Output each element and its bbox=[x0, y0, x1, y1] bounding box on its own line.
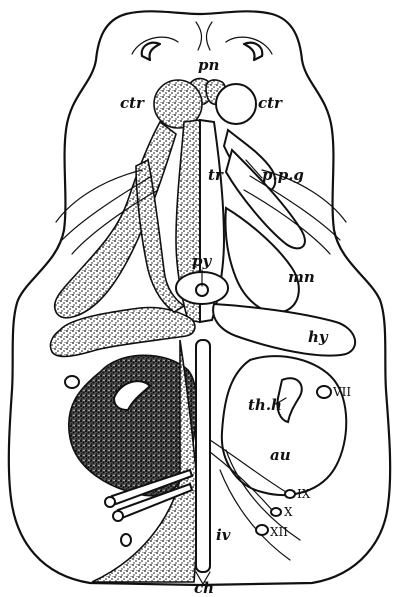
left-root-end-1 bbox=[105, 497, 115, 507]
ctr-right-structure bbox=[216, 84, 256, 124]
label-mn: mn bbox=[288, 268, 315, 286]
label-hy: hy bbox=[308, 328, 329, 346]
label-ix: IX bbox=[297, 487, 311, 501]
label-ctr-right: ctr bbox=[258, 94, 283, 112]
label-au: au bbox=[270, 446, 291, 464]
label-tr: tr bbox=[208, 166, 224, 184]
label-ch: ch bbox=[194, 579, 214, 597]
label-pn: pn bbox=[198, 56, 219, 74]
label-iv: iv bbox=[216, 526, 231, 544]
auditory-capsule-right bbox=[222, 356, 346, 495]
label-vii: VII bbox=[332, 385, 351, 399]
nasal-septum bbox=[196, 22, 212, 50]
label-py: py bbox=[192, 252, 212, 270]
label-thh: th.h bbox=[248, 396, 282, 414]
foramen-ix bbox=[285, 490, 295, 498]
foramen-vii bbox=[317, 386, 331, 398]
foramen-left-1 bbox=[65, 376, 79, 388]
left-nasal-curve bbox=[132, 37, 178, 54]
label-x: X bbox=[284, 505, 293, 519]
label-ctr-left: ctr bbox=[120, 94, 145, 112]
foramen-xii bbox=[256, 525, 268, 535]
left-naris bbox=[142, 43, 160, 60]
notochord bbox=[196, 340, 210, 572]
foramen-x bbox=[271, 508, 281, 516]
label-ppg: p.p.g bbox=[262, 166, 304, 184]
right-nasal-curve bbox=[226, 37, 272, 54]
right-naris bbox=[244, 43, 262, 60]
left-root-end-2 bbox=[113, 511, 123, 521]
right-hyoid-hy bbox=[213, 304, 355, 356]
label-xii: XII bbox=[270, 525, 288, 539]
foramen-left-lower bbox=[121, 534, 131, 546]
